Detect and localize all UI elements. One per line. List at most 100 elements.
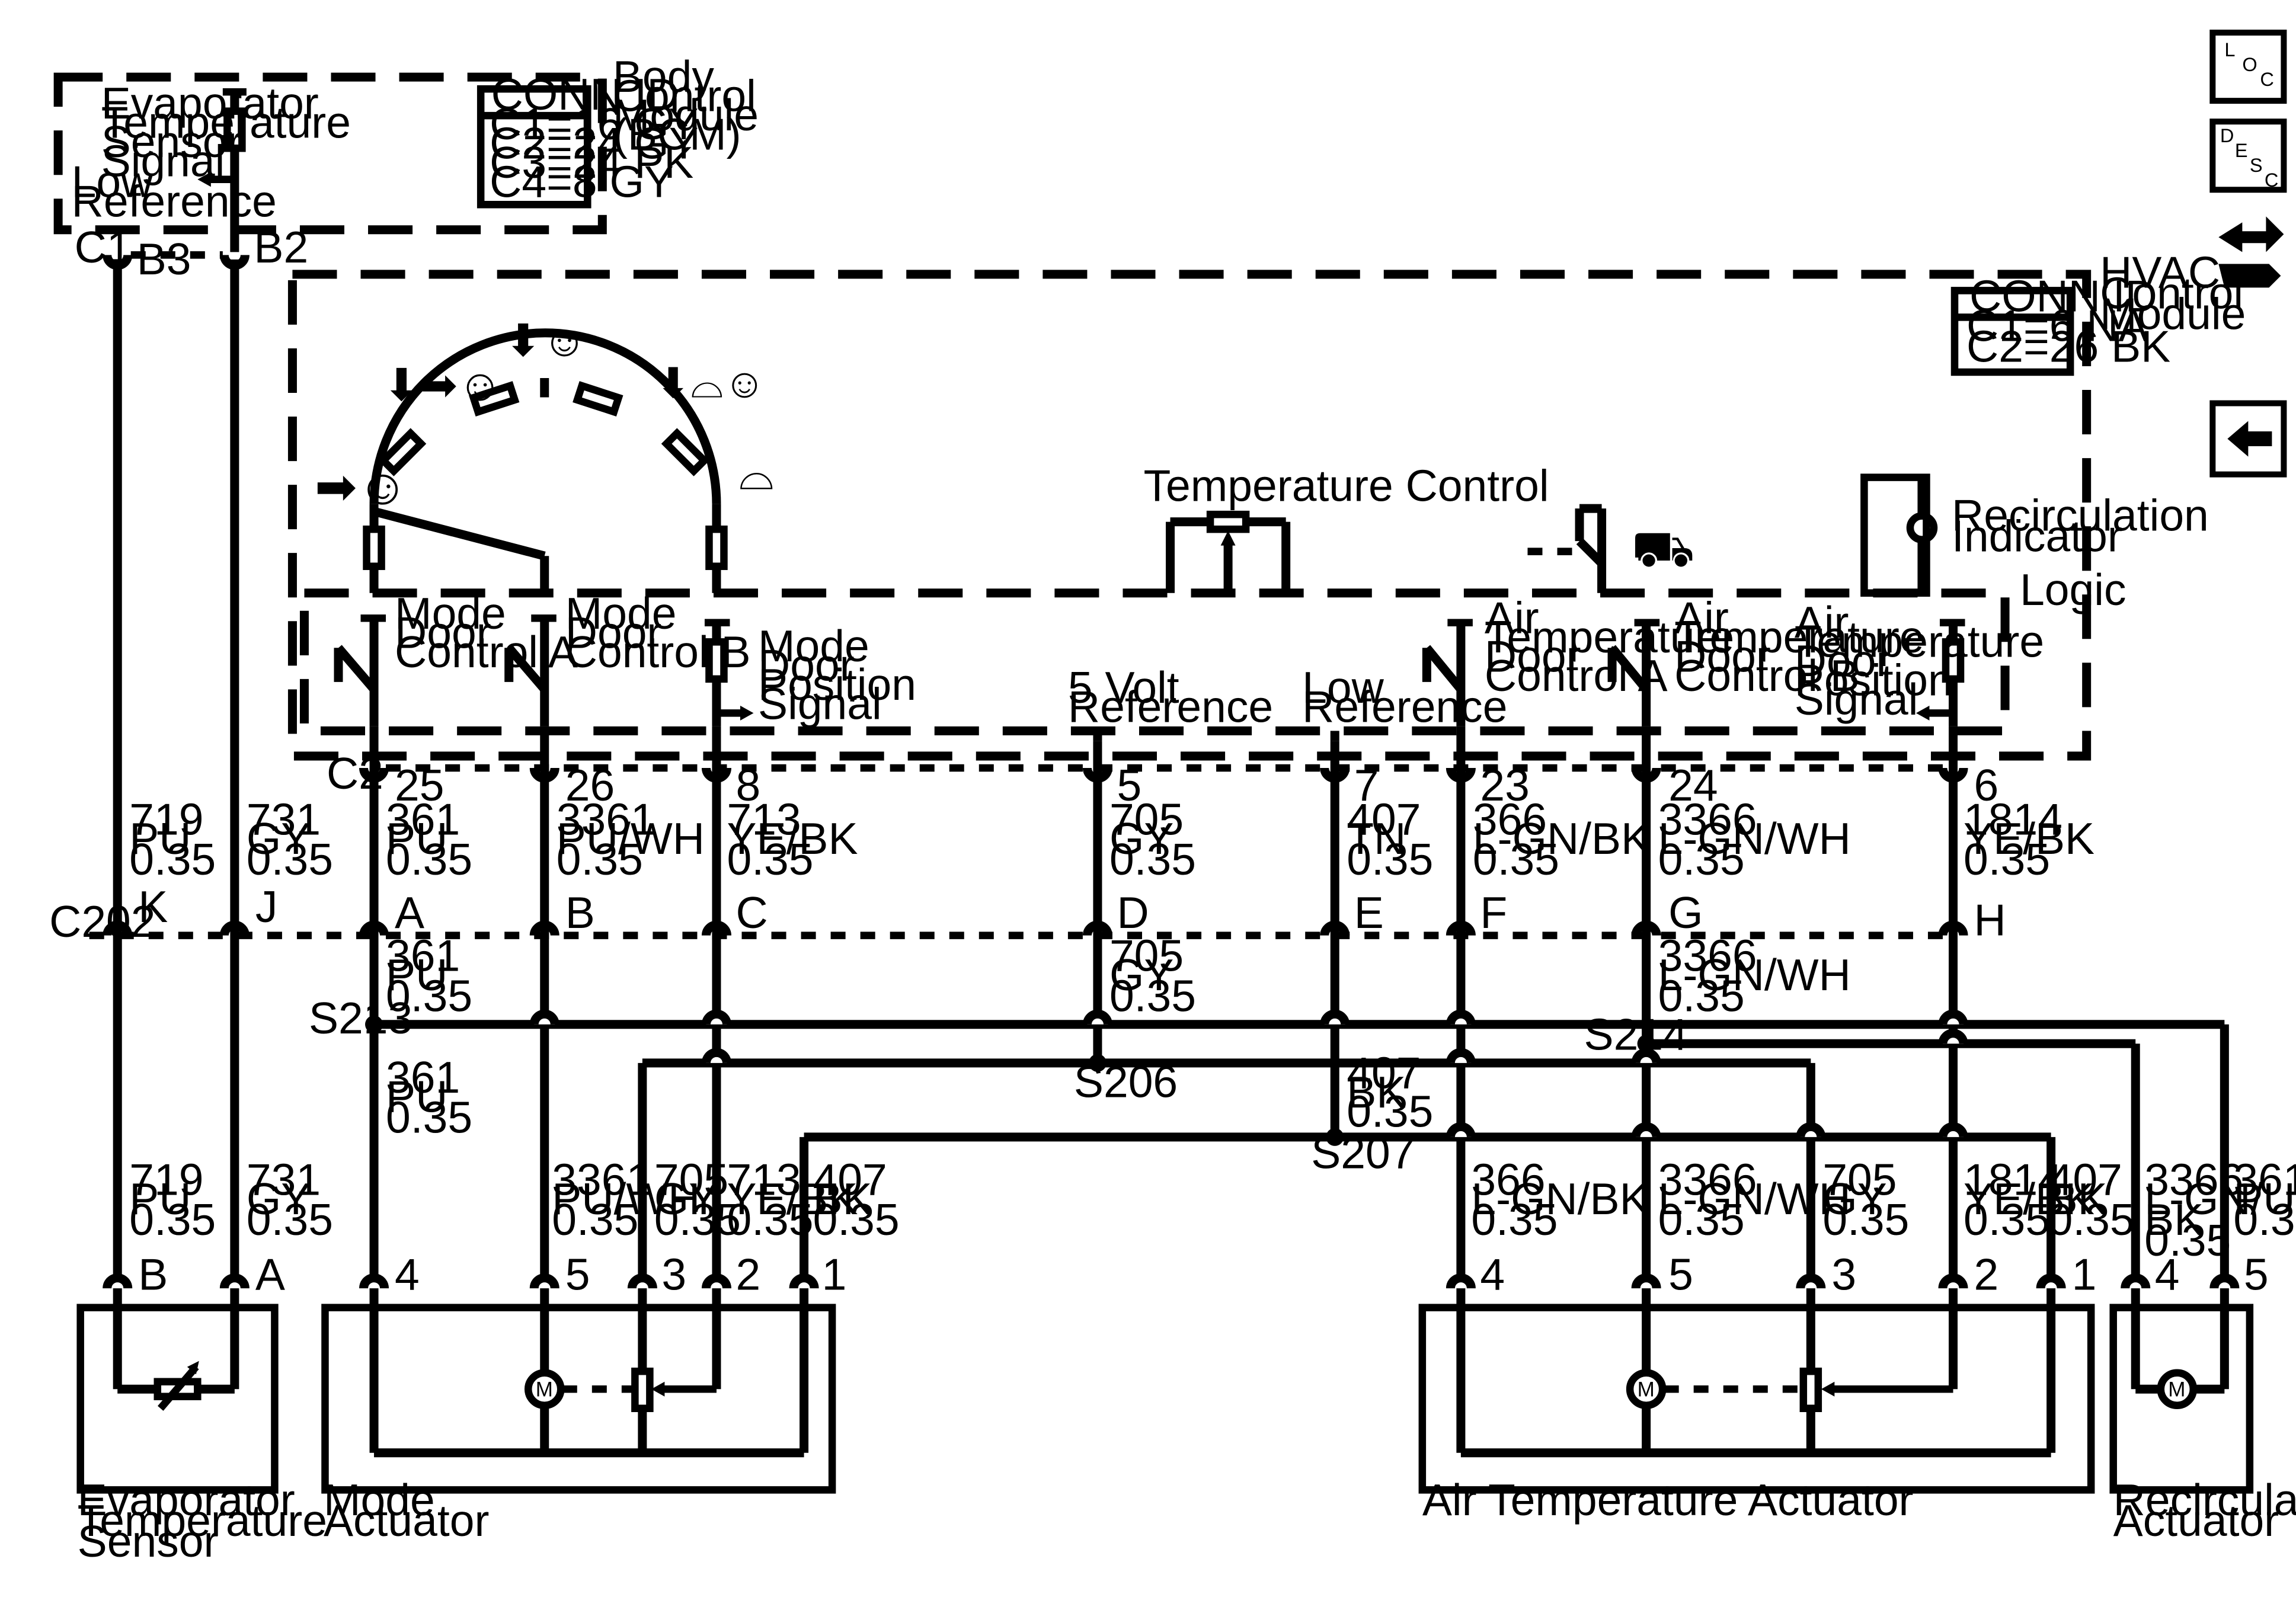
svg-text:B3: B3 (137, 234, 191, 284)
svg-text:BK: BK (2048, 1174, 2108, 1224)
svg-text:J: J (255, 882, 278, 932)
svg-text:L: L (2224, 39, 2235, 60)
defrost-floor-mode-icon: ⬇⌓☺ (655, 360, 766, 406)
svg-text:A: A (255, 1250, 285, 1299)
svg-text:Mode: Mode (758, 621, 869, 671)
component-connector-pins: B A 4 5 3 2 1 4 5 3 2 1 4 5 (103, 1250, 2269, 1299)
wire-runs (113, 259, 2229, 1278)
svg-text:3361: 3361 (552, 1154, 651, 1204)
svg-text:407: 407 (2048, 1154, 2122, 1204)
svg-text:Control: Control (2100, 268, 2243, 318)
svg-text:Sensor: Sensor (78, 1516, 219, 1566)
logic-boundary (299, 588, 2010, 735)
navigation-hand-icon[interactable] (2218, 216, 2284, 288)
svg-text:3366: 3366 (1658, 795, 1757, 844)
svg-text:0.35: 0.35 (247, 834, 333, 884)
svg-text:Control A: Control A (395, 627, 578, 677)
svg-text:0.35: 0.35 (2144, 1215, 2231, 1265)
svg-text:0.35: 0.35 (1347, 834, 1433, 884)
svg-text:0.35: 0.35 (247, 1195, 333, 1244)
svg-text:0.35: 0.35 (1658, 1195, 1745, 1244)
svg-text:Air Temperature Actuator: Air Temperature Actuator (1422, 1475, 1914, 1525)
description-button[interactable]: D E S C (2209, 119, 2287, 193)
svg-text:Temperature: Temperature (1795, 616, 2044, 666)
svg-text:361: 361 (386, 795, 460, 844)
svg-text:0.35: 0.35 (1471, 1195, 1558, 1244)
hvac-module-label: HVAC Control Module (2100, 247, 2246, 338)
svg-text:366: 366 (1471, 1154, 1545, 1204)
recirculation-actuator: M Recirculation Actuator (2109, 1288, 2296, 1545)
svg-text:0.35: 0.35 (1658, 834, 1745, 884)
svg-text:Evaporator: Evaporator (78, 1475, 295, 1525)
mode-motor: M (536, 1378, 553, 1401)
svg-text:4: 4 (395, 1250, 420, 1299)
svg-text:D: D (1117, 888, 1149, 937)
svg-text:731: 731 (247, 795, 321, 844)
five-volt-reference-label: 5 Volt Reference (1068, 662, 1273, 732)
svg-text:0.35: 0.35 (386, 1092, 472, 1142)
bcm-label: Body Control Module (BCM) (613, 52, 759, 159)
svg-text:CONN ID: CONN ID (491, 69, 679, 119)
svg-text:Temperature Control: Temperature Control (1143, 461, 1549, 511)
svg-text:GY: GY (654, 1174, 718, 1224)
bcm-connector-c1: C1 B3 B2 (75, 222, 309, 284)
back-arrow-button[interactable] (2209, 400, 2287, 478)
svg-text:0.35: 0.35 (727, 834, 813, 884)
svg-text:5 Volt: 5 Volt (1068, 662, 1179, 712)
back-arrow-icon (2227, 421, 2272, 457)
svg-text:C: C (736, 888, 768, 937)
temperature-control: Temperature Control (1143, 461, 1549, 593)
svg-text:BK: BK (1347, 1067, 1406, 1117)
svg-text:Position: Position (758, 660, 916, 709)
svg-text:L-GN/WH: L-GN/WH (1658, 950, 1851, 1000)
svg-text:7: 7 (1354, 760, 1379, 810)
svg-text:705: 705 (654, 1154, 728, 1204)
svg-text:Air: Air (1485, 593, 1539, 642)
svg-text:PU: PU (386, 814, 447, 863)
svg-text:1814: 1814 (1964, 795, 2062, 844)
svg-text:C2=26 BK: C2=26 BK (1966, 321, 2170, 371)
svg-text:S: S (2250, 155, 2263, 176)
svg-text:B2: B2 (254, 222, 308, 272)
air-temp-door-position-signal: Air Temperature Door Position Signal (1795, 597, 2044, 726)
svg-text:C1: C1 (75, 222, 132, 272)
svg-text:23: 23 (1480, 760, 1529, 810)
svg-text:E: E (2235, 140, 2248, 161)
wire-crossings (529, 1009, 1968, 1138)
svg-text:Mode: Mode (395, 588, 506, 638)
air-temperature-actuator: M Air Temperature Actuator (1418, 1288, 2095, 1525)
svg-text:0.35: 0.35 (129, 1195, 216, 1244)
mode-selector-dial (363, 328, 728, 593)
location-button[interactable]: L O C (2209, 30, 2287, 104)
svg-text:3366: 3366 (2144, 1154, 2243, 1204)
svg-text:E: E (1354, 888, 1384, 937)
recirc-vehicle-icon: ⛟ (1632, 521, 1695, 578)
svg-text:Temperature: Temperature (1674, 612, 1924, 662)
mode-actuator: M Mode Actuator (321, 1288, 836, 1545)
svg-text:O: O (2242, 54, 2257, 75)
svg-text:Low: Low (72, 157, 154, 207)
svg-text:2: 2 (1974, 1250, 1999, 1299)
svg-text:0.35: 0.35 (813, 1195, 900, 1244)
svg-text:L-GN/BK: L-GN/BK (1471, 1174, 1649, 1224)
splice-s213: S213 (309, 993, 412, 1043)
svg-text:4: 4 (1480, 1250, 1505, 1299)
bcm-conn-id-box: CONN ID C1=16 GY C2=24 GY C3=24 PK C4=8 … (477, 69, 699, 209)
svg-text:0.35: 0.35 (1964, 1195, 2050, 1244)
svg-text:8: 8 (736, 760, 760, 810)
svg-text:Door: Door (565, 607, 662, 657)
svg-text:Module: Module (2100, 289, 2246, 338)
svg-text:713: 713 (727, 795, 801, 844)
svg-text:0.35: 0.35 (552, 1195, 638, 1244)
svg-text:C: C (2265, 169, 2278, 191)
svg-text:Reference: Reference (1302, 681, 1507, 731)
svg-text:CONN ID: CONN ID (1969, 271, 2157, 321)
svg-text:Temperature: Temperature (78, 1496, 327, 1545)
evaporator-temperature-sensor: Evaporator Temperature Sensor (76, 1288, 327, 1566)
svg-text:(BCM): (BCM) (613, 110, 741, 159)
svg-text:BK: BK (813, 1174, 872, 1224)
svg-text:0.35: 0.35 (1658, 971, 1745, 1020)
svg-text:GY: GY (1109, 950, 1173, 1000)
